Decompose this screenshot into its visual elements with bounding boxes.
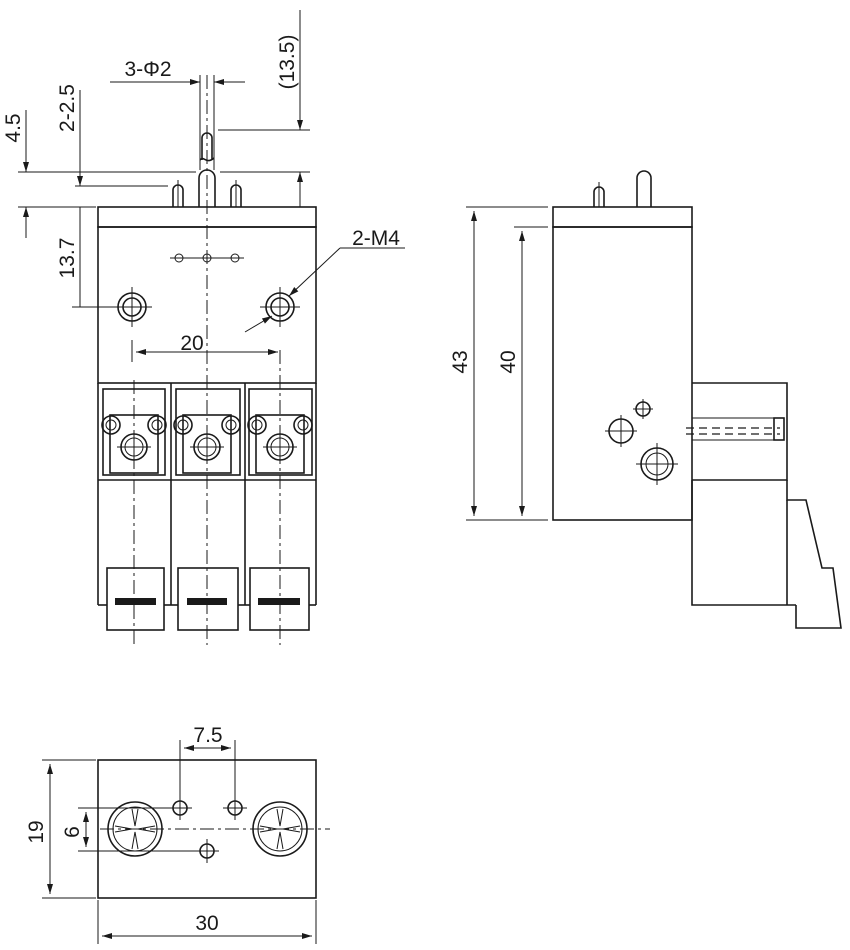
dim-pin-spacing: 2-2.5 — [56, 84, 79, 132]
dim-bottom-pitch: 7.5 — [193, 724, 222, 747]
bottom-dimensions: 7.5 19 6 30 — [25, 724, 317, 944]
pin-left — [172, 180, 184, 207]
pin-right — [230, 180, 242, 207]
dim-pins: 3-Φ2 — [124, 58, 171, 81]
bottom-view — [97, 759, 330, 899]
dim-pin-length: (13.5) — [276, 35, 299, 90]
dim-top-depth: 13.7 — [56, 238, 79, 279]
dim-thread: 2-M4 — [352, 227, 400, 250]
dim-tab-step: 4.5 — [2, 113, 25, 142]
front-dimensions: 3-Φ2 (13.5) 2-2.5 4.5 13.7 20 2-M4 — [2, 10, 405, 362]
front-view — [97, 75, 317, 645]
dim-bottom-width: 30 — [195, 912, 218, 935]
dim-side-body: 40 — [497, 350, 520, 373]
mount-hole-right — [260, 287, 300, 327]
pin-tall-broken — [199, 132, 215, 162]
dim-bottom-offset: 6 — [61, 826, 84, 838]
side-dimensions: 43 40 — [449, 206, 548, 521]
dim-bottom-depth: 19 — [25, 820, 48, 843]
dim-mount-spacing: 20 — [180, 332, 203, 355]
pin-middle — [198, 169, 216, 207]
side-view — [552, 170, 842, 629]
dim-side-overall: 43 — [449, 350, 472, 373]
